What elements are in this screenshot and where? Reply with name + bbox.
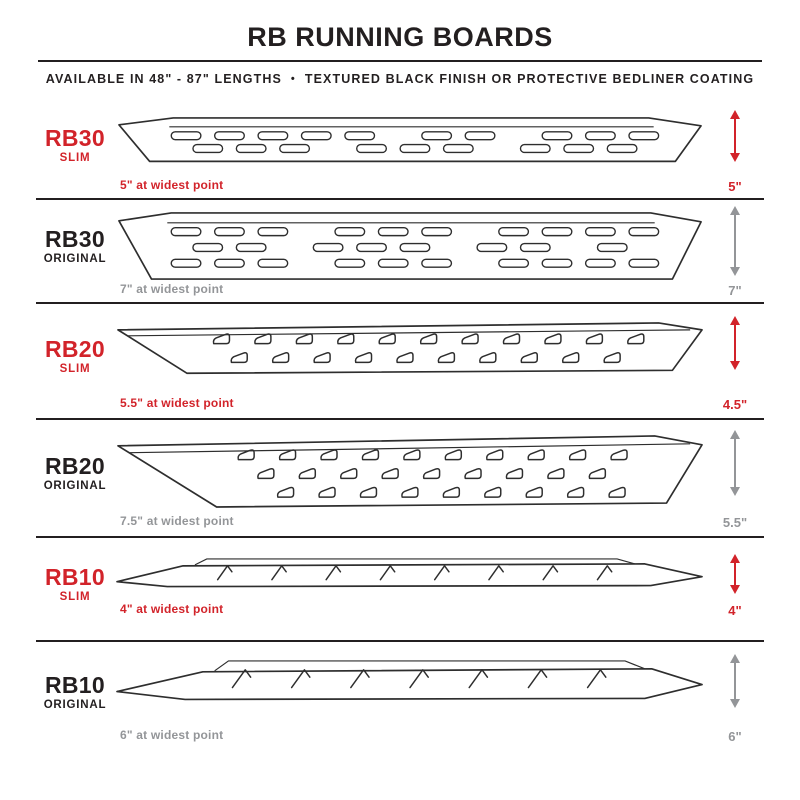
model-variant: ORIGINAL xyxy=(43,252,107,265)
running-boards-infographic: RB RUNNING BOARDS AVAILABLE IN 48" - 87"… xyxy=(36,0,764,752)
width-note: 7" at widest point xyxy=(120,282,224,296)
arrow-down-head xyxy=(730,585,740,594)
page-title: RB RUNNING BOARDS xyxy=(247,22,553,52)
height-arrow-icon xyxy=(728,110,742,162)
model-variant: ORIGINAL xyxy=(43,479,107,492)
board-area: 7" at widest point xyxy=(114,200,706,302)
model-label: RB10 SLIM xyxy=(36,565,114,612)
height-measure: 6" xyxy=(706,642,764,752)
model-label: RB30 ORIGINAL xyxy=(36,227,114,274)
rb20-original-board-svg xyxy=(117,435,703,508)
arrow-shaft xyxy=(734,563,736,585)
product-row-rb10-slim: RB10 SLIM 4" at widest point xyxy=(36,536,764,640)
model-name: RB30 xyxy=(44,125,105,152)
board-area: 4" at widest point xyxy=(114,538,706,640)
rb10-original-board-svg xyxy=(116,660,703,701)
height-arrow-icon xyxy=(728,430,742,496)
height-measure: 5" xyxy=(706,102,764,198)
product-row-rb30-slim: RB30 SLIM 5" at widest point xyxy=(36,102,764,198)
height-label: 6" xyxy=(728,729,742,744)
model-variant: ORIGINAL xyxy=(43,698,107,711)
board-area: 7.5" at widest point xyxy=(114,420,706,536)
model-variant: SLIM xyxy=(59,151,91,164)
arrow-up-head xyxy=(730,206,740,215)
arrow-up-head xyxy=(730,654,740,663)
arrow-shaft xyxy=(734,325,736,361)
product-row-rb20-slim: RB20 SLIM 5.5" at widest point xyxy=(36,302,764,418)
model-name: RB30 xyxy=(44,226,105,253)
width-note: 7.5" at widest point xyxy=(120,514,234,528)
product-row-rb10-original: RB10 ORIGINAL 6" at widest point xyxy=(36,640,764,752)
height-measure: 4.5" xyxy=(706,304,764,418)
rb20-slim-board-svg xyxy=(117,322,703,375)
model-name: RB20 xyxy=(44,336,105,363)
product-row-rb20-original: RB20 ORIGINAL 7.5" at widest poin xyxy=(36,418,764,536)
arrow-up-head xyxy=(730,430,740,439)
title-divider xyxy=(38,60,762,62)
width-note: 5" at widest point xyxy=(120,178,224,192)
arrow-up-head xyxy=(730,316,740,325)
model-label: RB20 ORIGINAL xyxy=(36,454,114,501)
bullet-separator: • xyxy=(290,73,296,85)
rb10-slim-board-drawing xyxy=(114,556,706,592)
arrow-shaft xyxy=(734,663,736,699)
subtitle-finish: TEXTURED BLACK FINISH OR PROTECTIVE BEDL… xyxy=(304,72,755,86)
height-measure: 4" xyxy=(706,538,764,640)
subtitle-lengths: AVAILABLE IN 48" - 87" LENGTHS xyxy=(45,72,282,86)
height-measure: 5.5" xyxy=(706,420,764,536)
board-area: 5" at widest point xyxy=(114,102,706,198)
rb30-original-board-drawing xyxy=(114,208,706,283)
arrow-shaft xyxy=(734,215,736,267)
page-subtitle: AVAILABLE IN 48" - 87" LENGTHS • TEXTURED … xyxy=(36,72,764,86)
rb10-slim-board-svg xyxy=(116,558,703,588)
model-label: RB10 ORIGINAL xyxy=(36,673,114,720)
height-arrow-icon xyxy=(728,654,742,708)
model-label: RB20 SLIM xyxy=(36,337,114,384)
header: RB RUNNING BOARDS AVAILABLE IN 48" - 87"… xyxy=(36,0,764,86)
arrow-down-head xyxy=(730,361,740,370)
rb30-original-board-svg xyxy=(118,212,702,280)
height-arrow-icon xyxy=(728,206,742,276)
arrow-down-head xyxy=(730,153,740,162)
width-note: 5.5" at widest point xyxy=(120,396,234,410)
rb30-slim-board-svg xyxy=(118,117,702,163)
arrow-shaft xyxy=(734,439,736,487)
model-name: RB20 xyxy=(44,453,105,480)
height-label: 5.5" xyxy=(722,515,748,530)
height-label: 4" xyxy=(728,603,742,618)
rb10-original-board-drawing xyxy=(114,656,706,705)
model-variant: SLIM xyxy=(59,362,91,375)
rb20-original-board-drawing xyxy=(114,432,706,511)
height-label: 5" xyxy=(728,179,742,194)
height-arrow-icon xyxy=(728,554,742,594)
model-label: RB30 SLIM xyxy=(36,126,114,173)
arrow-up-head xyxy=(730,110,740,119)
width-note: 6" at widest point xyxy=(120,728,224,742)
model-name: RB10 xyxy=(44,672,105,699)
arrow-down-head xyxy=(730,487,740,496)
model-variant: SLIM xyxy=(59,590,91,603)
board-area: 5.5" at widest point xyxy=(114,304,706,418)
model-name: RB10 xyxy=(44,564,105,591)
arrow-shaft xyxy=(734,119,736,153)
arrow-down-head xyxy=(730,267,740,276)
arrow-up-head xyxy=(730,554,740,563)
rb20-slim-board-drawing xyxy=(114,320,706,377)
board-area: 6" at widest point xyxy=(114,642,706,752)
product-rows: RB30 SLIM 5" at widest point xyxy=(36,102,764,752)
arrow-down-head xyxy=(730,699,740,708)
height-arrow-icon xyxy=(728,316,742,370)
width-note: 4" at widest point xyxy=(120,602,224,616)
rb30-slim-board-drawing xyxy=(114,114,706,165)
height-label: 7" xyxy=(728,283,742,298)
height-label: 4.5" xyxy=(722,397,748,412)
product-row-rb30-original: RB30 ORIGINAL 7" at widest point xyxy=(36,198,764,302)
height-measure: 7" xyxy=(706,200,764,302)
